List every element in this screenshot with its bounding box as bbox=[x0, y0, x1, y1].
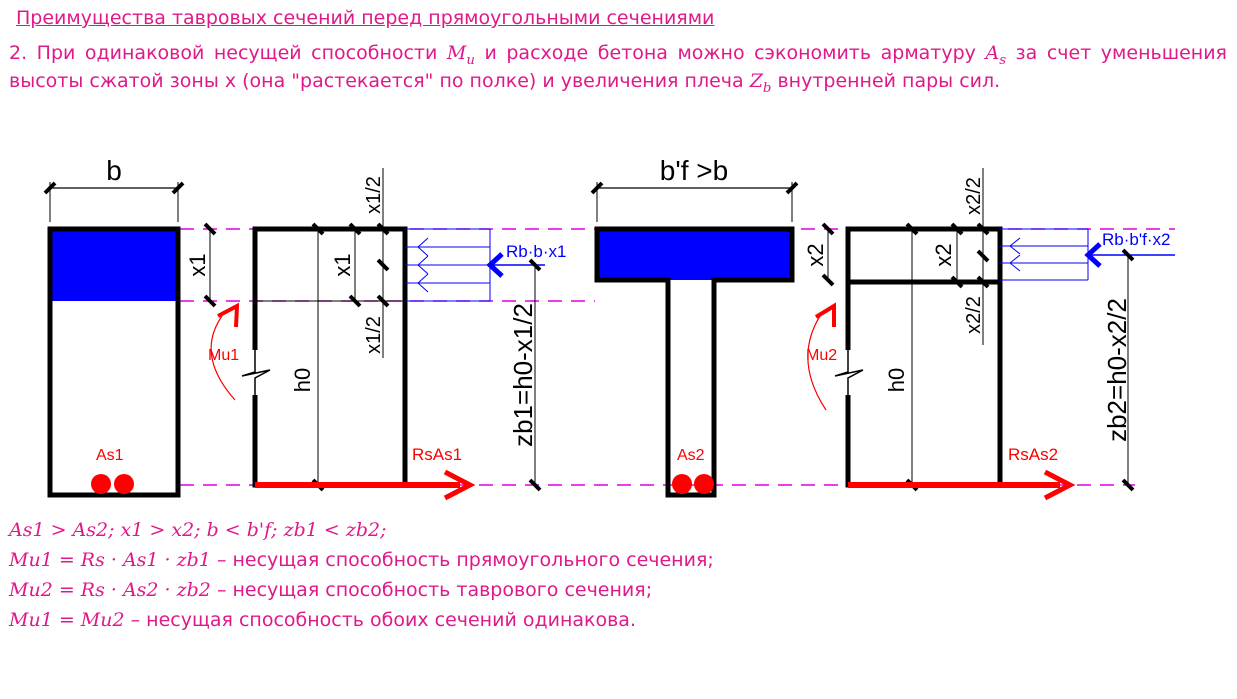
tee-lever-label: zb2=h0-x2/2 bbox=[1102, 298, 1132, 442]
tee-width-label: b'f >b bbox=[660, 155, 728, 186]
rect-compression-zone bbox=[50, 229, 178, 301]
rect-section: b x1 Mu1 As1 bbox=[43, 155, 239, 498]
tee-tension-label: RsAs2 bbox=[1008, 445, 1058, 464]
tee-elevation: h0 x2 x2/2 x2/2 Rb·b'f·x2 RsAs2 zb2=h0-x… bbox=[834, 168, 1175, 501]
rect-break-mark bbox=[241, 350, 271, 395]
rect-h0-label: h0 bbox=[290, 368, 315, 392]
rect-rebar-right bbox=[114, 474, 134, 494]
tee-stress-block bbox=[1000, 228, 1089, 281]
tee-compression-force-label: Rb·b'f·x2 bbox=[1102, 230, 1170, 249]
formula-line-1: As1 > As2; x1 > x2; b < b'f; zb1 < zb2; bbox=[9, 519, 387, 541]
rect-outline bbox=[47, 226, 181, 498]
mu-symbol: Mu bbox=[446, 42, 475, 68]
tee-h0-label: h0 bbox=[884, 368, 909, 392]
tee-break-mark bbox=[834, 350, 864, 395]
tee-x2-half-top: x2/2 bbox=[963, 177, 985, 215]
rect-rebar-left bbox=[91, 474, 111, 494]
rect-rebar-label: As1 bbox=[96, 447, 124, 464]
tee-x2-half-bottom: x2/2 bbox=[963, 296, 985, 334]
tee-x2-elev-label: x2 bbox=[931, 243, 956, 266]
tee-rebar-label: As2 bbox=[677, 447, 705, 464]
rect-compression-force-label: Rb·b·x1 bbox=[506, 242, 566, 261]
tee-x2-label: x2 bbox=[803, 243, 828, 266]
rect-x1-half-top: x1/2 bbox=[363, 176, 385, 214]
tee-outline bbox=[594, 226, 795, 498]
formula-line-3: Mu2 = Rs · As2 · zb2 – несущая способнос… bbox=[9, 579, 653, 601]
rect-lever-label: zb1=h0-x1/2 bbox=[508, 303, 538, 447]
tee-rebar-right bbox=[694, 474, 714, 494]
formula-line-4: Mu1 = Mu2 – несущая способность обоих се… bbox=[9, 609, 636, 631]
rect-moment-label: Mu1 bbox=[208, 347, 239, 364]
rect-stress-block bbox=[405, 228, 491, 302]
intro-paragraph: 2. При одинаковой несущей способности Mu… bbox=[9, 42, 1227, 96]
formula-line-2: Mu1 = Rs · As1 · zb1 – несущая способнос… bbox=[9, 549, 714, 571]
rect-width-label: b bbox=[106, 155, 122, 186]
tee-moment-label: Mu2 bbox=[806, 347, 837, 364]
tee-section: b'f >b x2 Mu2 As2 bbox=[590, 155, 837, 498]
tee-rebar-left bbox=[672, 474, 692, 494]
as-symbol: As bbox=[985, 42, 1007, 68]
rect-x1-elev-label: x1 bbox=[330, 253, 355, 276]
tee-compression-zone bbox=[597, 229, 792, 280]
rect-x1-label: x1 bbox=[185, 253, 210, 276]
rect-tension-label: RsAs1 bbox=[412, 445, 462, 464]
rect-x1-half-bottom: x1/2 bbox=[363, 316, 385, 354]
formulas-block: As1 > As2; x1 > x2; b < b'f; zb1 < zb2; … bbox=[9, 515, 714, 635]
rect-elevation: h0 x1 x1/2 x1/2 Rb·b·x1 RsAs1 bbox=[241, 168, 566, 501]
page-title: Преимущества тавровых сечений перед прям… bbox=[16, 7, 715, 29]
zb-symbol: Zb bbox=[749, 70, 772, 96]
